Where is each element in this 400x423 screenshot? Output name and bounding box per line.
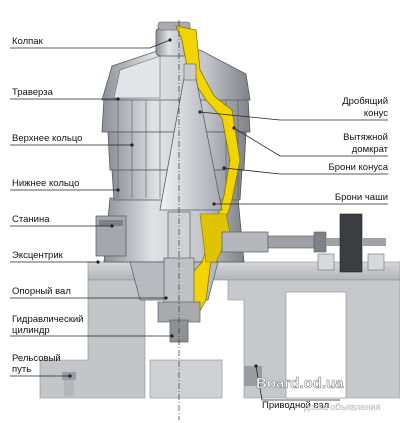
label-pull-jack-2: домкрат bbox=[352, 144, 389, 155]
label-support-shaft: Опорный вал bbox=[12, 286, 71, 297]
label-traverse: Траверза bbox=[12, 87, 54, 98]
label-bowl-liners: Брони чаши bbox=[335, 192, 388, 203]
drive-shaft bbox=[221, 213, 386, 273]
watermark: Board.od.ua доска объявления bbox=[256, 375, 381, 412]
leader-lines-right bbox=[198, 110, 388, 401]
watermark-main: Board.od.ua bbox=[256, 375, 344, 392]
label-upper-ring: Верхнее кольцо bbox=[12, 133, 82, 144]
leader-lines-left bbox=[10, 38, 174, 378]
label-cone-liners: Брони конуса bbox=[329, 162, 389, 173]
label-lower-ring: Нижнее кольцо bbox=[12, 178, 79, 189]
label-cap: Колпак bbox=[12, 36, 44, 47]
label-pull-jack-1: Вытяжной bbox=[343, 132, 388, 143]
watermark-sub: доска объявления bbox=[304, 402, 381, 412]
label-eccentric: Эксцентрик bbox=[12, 250, 64, 261]
traverse bbox=[101, 49, 251, 101]
label-rail-track-2: путь bbox=[12, 364, 31, 375]
label-frame: Станина bbox=[12, 214, 50, 225]
label-hydraulic-cylinder-1: Гидравлический bbox=[12, 314, 83, 325]
foundation bbox=[39, 261, 400, 399]
crushing-cone bbox=[159, 63, 223, 211]
label-crushing-cone-1: Дробящий bbox=[342, 96, 388, 107]
label-rail-track-1: Рельсовый bbox=[12, 353, 61, 364]
label-crushing-cone-2: конус bbox=[364, 108, 388, 119]
label-hydraulic-cylinder-2: цилиндр bbox=[12, 325, 50, 336]
label-drive-shaft: Приводной вал bbox=[262, 400, 329, 411]
